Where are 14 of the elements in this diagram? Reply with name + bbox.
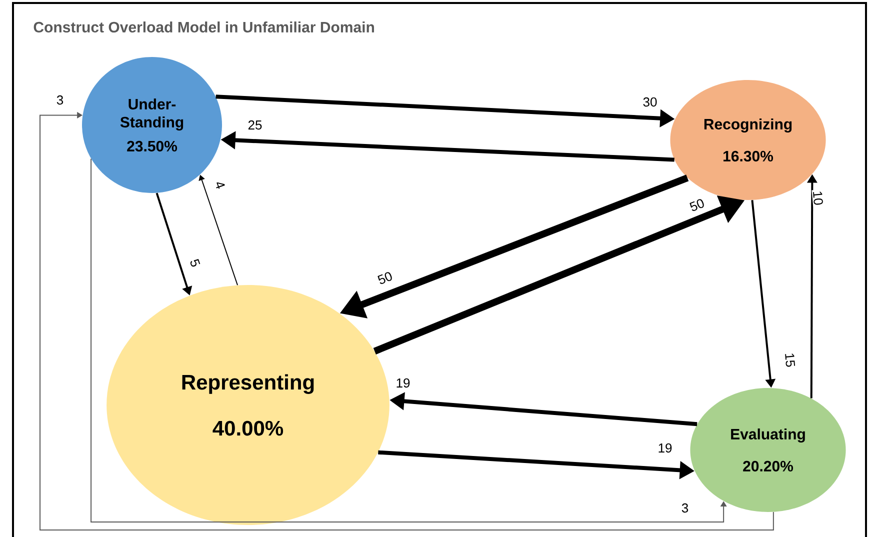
circle-node: Evaluating 20.20% <box>690 388 846 512</box>
edge-label: 5 <box>188 256 202 270</box>
edge-label: 30 <box>642 96 658 108</box>
edge-label: 50 <box>375 270 395 286</box>
arrow <box>40 112 774 530</box>
edge-label: 10 <box>812 189 824 207</box>
edge-label: 3 <box>680 502 690 514</box>
circle-node: Representing 40.00% <box>106 285 390 525</box>
edge-label: 3 <box>55 94 65 106</box>
edge-label: 25 <box>246 119 264 131</box>
title: Construct Overload Model in Unfamiliar Domain <box>34 21 374 32</box>
edge-label: 19 <box>656 442 674 454</box>
edge-label: 19 <box>394 377 412 389</box>
edge-label: 15 <box>784 351 796 369</box>
